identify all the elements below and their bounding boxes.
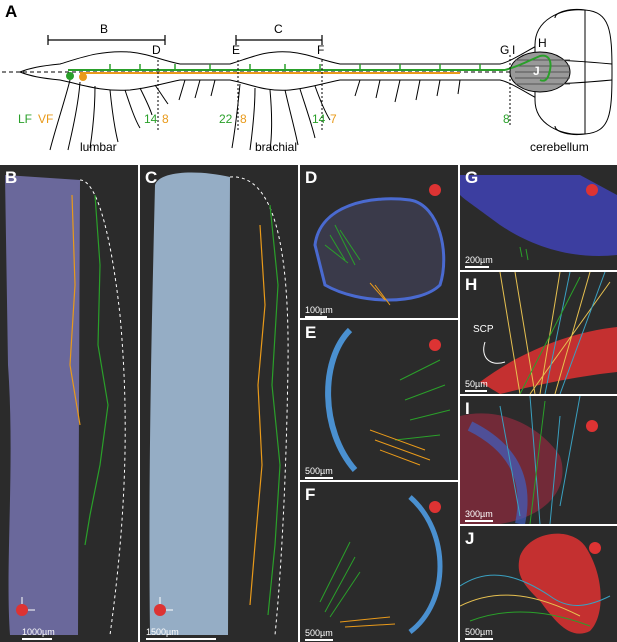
panel-e: E 500µm	[300, 320, 458, 480]
section-i-label: I	[512, 43, 516, 57]
panel-label-d: D	[305, 168, 318, 187]
panel-label-h: H	[465, 275, 478, 294]
section-d-label: D	[152, 43, 161, 57]
count-brachial-e-vf: 8	[240, 112, 247, 126]
scale-label-h: 50µm	[465, 379, 488, 389]
count-brachial-e-lf: 22	[219, 112, 233, 126]
scale-label-g: 200µm	[465, 255, 493, 265]
panel-d-image	[313, 184, 446, 306]
scale-label-f: 500µm	[305, 628, 333, 638]
scale-bar-h: 50µm	[465, 379, 488, 392]
count-lumbar-lf: 14	[144, 112, 158, 126]
panel-label-i: I	[465, 399, 470, 418]
panel-label-b: B	[5, 168, 18, 187]
scale-bar-c: 1500µm	[146, 627, 216, 640]
panel-label-e: E	[305, 323, 317, 342]
scp-annotation: SCP	[473, 324, 494, 335]
panel-label-a: A	[5, 2, 18, 21]
section-j-label: J	[533, 64, 540, 78]
count-brachial-f-vf: 7	[330, 112, 337, 126]
panel-g: G 200µm	[460, 165, 617, 270]
panel-h-image	[480, 272, 617, 394]
legend-vf: VF	[38, 112, 54, 126]
count-cerebellum-lf: 8	[503, 112, 510, 126]
scale-label-j: 500µm	[465, 627, 493, 637]
panel-f: F 500µm	[300, 482, 458, 642]
scale-bar-b: 1000µm	[22, 627, 55, 640]
region-brachial: brachial	[255, 140, 298, 154]
section-e-label: E	[232, 43, 241, 57]
spinal-cord-schematic	[2, 9, 613, 151]
count-lumbar-vf: 8	[162, 112, 169, 126]
count-brachial-f-lf: 14	[312, 112, 326, 126]
panel-c-image	[149, 172, 289, 636]
scale-label-b: 1000µm	[22, 627, 55, 637]
panel-i: I 300µm	[460, 396, 617, 524]
panel-f-image	[319, 495, 443, 634]
section-h-label: H	[538, 36, 547, 50]
panel-b: B 1000µm	[0, 165, 138, 642]
panel-label-j: J	[465, 529, 475, 548]
panel-g-image	[460, 175, 617, 261]
panel-d: D 100µm	[300, 165, 458, 318]
section-g-label: G	[500, 43, 510, 57]
section-f-label: F	[317, 43, 325, 57]
scale-bar-f: 500µm	[305, 628, 333, 641]
scale-label-i: 300µm	[465, 509, 493, 519]
legend-lf: LF	[18, 112, 33, 126]
panel-h: H SCP 50µm	[460, 272, 617, 394]
scale-label-d: 100µm	[305, 305, 333, 315]
panel-e-image	[325, 327, 451, 472]
scale-bar-i: 300µm	[465, 509, 493, 522]
scale-bar-j: 500µm	[465, 627, 493, 640]
region-cerebellum: cerebellum	[530, 140, 589, 154]
panel-i-image	[460, 396, 598, 524]
segment-b-label: B	[100, 22, 109, 36]
panel-label-c: C	[145, 168, 158, 187]
panel-c: C 1500µm	[140, 165, 298, 642]
scale-bar-g: 200µm	[465, 255, 493, 268]
scale-label-e: 500µm	[305, 466, 333, 476]
scale-bar-d: 100µm	[305, 305, 333, 318]
region-lumbar: lumbar	[80, 140, 117, 154]
segment-c-label: C	[274, 22, 283, 36]
panel-j-image	[460, 533, 611, 634]
panel-j: J 500µm	[460, 526, 617, 642]
scale-bar-e: 500µm	[305, 466, 333, 479]
panel-b-image	[5, 175, 126, 636]
scale-label-c: 1500µm	[146, 627, 179, 637]
panel-a: A B C D E F G I H J LF VF	[0, 0, 617, 163]
panel-label-f: F	[305, 485, 316, 504]
panel-label-g: G	[465, 168, 479, 187]
